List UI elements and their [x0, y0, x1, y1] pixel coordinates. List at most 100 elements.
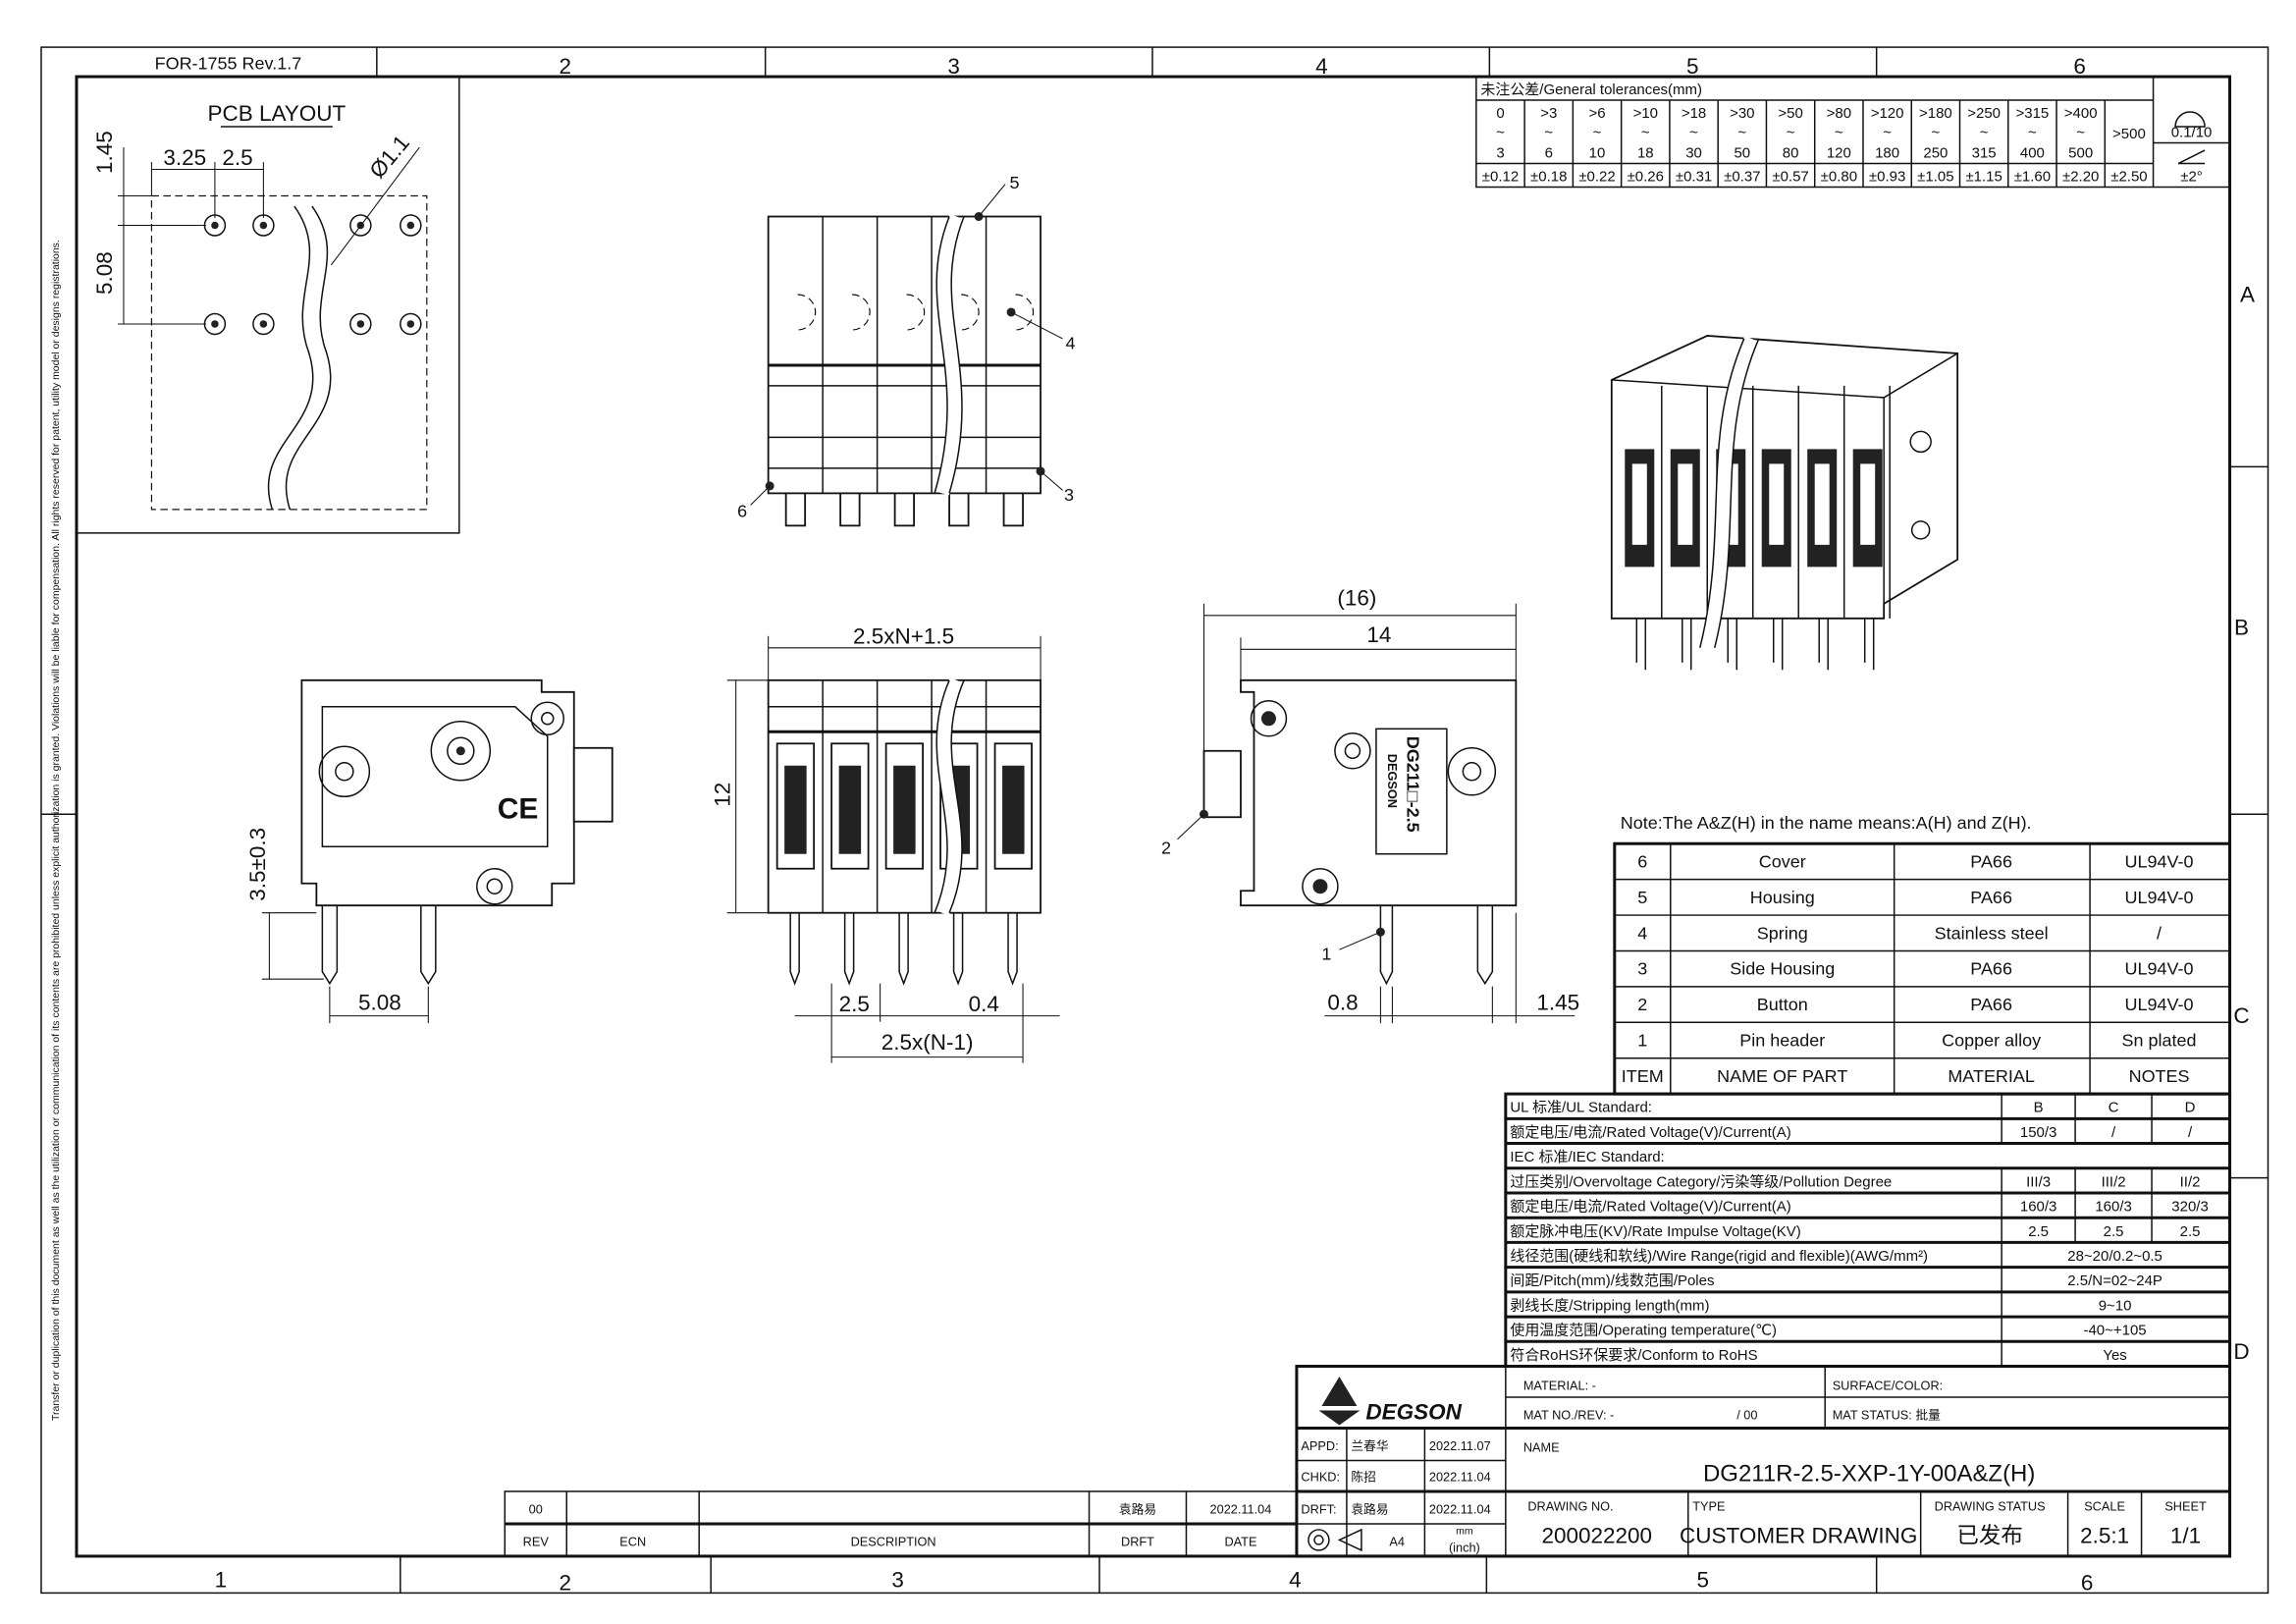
body-marking: DG211□-2.5	[1403, 736, 1422, 833]
angle-icon	[2177, 149, 2206, 165]
pin	[1635, 618, 1647, 671]
spec-value: 28~20/0.2~0.5	[2067, 1248, 2163, 1265]
pcb-layout-view: PCB LAYOUT 1.45 5.08 3.25 2.5 Ø1.1	[76, 76, 460, 534]
pcb-hole	[400, 214, 422, 237]
zone-label: D	[2233, 1339, 2249, 1364]
flatness-tolerance: 0.1/10	[2171, 125, 2213, 141]
pcb-hole-center	[406, 320, 415, 328]
spec-label: IEC 标准/IEC Standard:	[1510, 1149, 1664, 1165]
date-header: DATE	[1224, 1534, 1256, 1548]
pin	[839, 492, 861, 527]
tolerance-value: ±0.57	[1772, 169, 1808, 186]
zone-label: 4	[1289, 1567, 1302, 1592]
dim-pitch-first: 3.25	[163, 145, 206, 170]
iso-button	[1769, 463, 1785, 545]
tolerance-range-tilde: ~	[1641, 125, 1650, 141]
date-value: 2022.11.04	[1210, 1501, 1272, 1516]
tolerance-range-to: 180	[1875, 145, 1899, 162]
spec-label: 过压类别/Overvoltage Category/污染等级/Pollution…	[1510, 1172, 1892, 1190]
pcb-hole	[349, 214, 372, 237]
part-notes: Sn plated	[2122, 1031, 2197, 1051]
pin	[1863, 618, 1875, 671]
spec-label: 额定电压/电流/Rated Voltage(V)/Current(A)	[1510, 1124, 1790, 1141]
spec-label: 间距/Pitch(mm)/线数范围/Poles	[1510, 1272, 1714, 1289]
pin	[1727, 618, 1737, 671]
part-material: PA66	[1970, 995, 2012, 1014]
part-material: PA66	[1970, 851, 2012, 871]
tolerance-range-tilde: ~	[1835, 125, 1843, 141]
mat-no-field: MAT NO./REV: -	[1523, 1407, 1614, 1422]
revision-block: 00 袁路易 2022.11.04 REV ECN DESCRIPTION DR…	[504, 1490, 1298, 1557]
tolerance-range-tilde: ~	[1496, 125, 1505, 141]
side-zone-labels: A B C D	[2233, 282, 2255, 1364]
title-block: DEGSON MATERIAL: - SURFACE/COLOR: MAT NO…	[1295, 1365, 2232, 1558]
tolerance-range-from: >315	[2016, 105, 2050, 122]
tolerance-range-from: >18	[1682, 105, 1706, 122]
tolerance-range-from: >250	[1967, 105, 2001, 122]
pcb-hole-center	[211, 320, 219, 328]
iso-button	[1678, 463, 1693, 545]
scale-label: SCALE	[2084, 1498, 2125, 1513]
dim-pitch: 2.5	[222, 145, 252, 170]
name-label: NAME	[1523, 1439, 1560, 1454]
type-label: TYPE	[1692, 1498, 1725, 1513]
unit-inch: (inch)	[1449, 1540, 1480, 1554]
tolerance-range-to: 18	[1637, 145, 1654, 162]
tolerance-range-to: 250	[1923, 145, 1948, 162]
pin	[1818, 618, 1829, 671]
part-name: Cover	[1759, 851, 1806, 871]
legal-notice: Transfer or duplication of this document…	[51, 240, 62, 1421]
part-notes: UL94V-0	[2125, 959, 2194, 979]
drawing-status: 已发布	[1956, 1523, 2022, 1547]
tolerance-value: ±0.93	[1869, 169, 1905, 186]
tolerance-range-to: 80	[1783, 145, 1799, 162]
zone-label: 3	[891, 1567, 904, 1592]
zone-label: C	[2233, 1003, 2249, 1028]
sheet-value: 1/1	[2170, 1523, 2201, 1547]
zone-label: 5	[1697, 1567, 1710, 1592]
pcb-layout-title: PCB LAYOUT	[207, 101, 346, 126]
tolerance-range-from: >30	[1730, 105, 1754, 122]
scale-value: 2.5:1	[2080, 1523, 2129, 1547]
tolerance-range-tilde: ~	[1883, 125, 1892, 141]
tolerance-value: ±0.12	[1482, 169, 1519, 186]
tolerance-value: ±0.31	[1676, 169, 1712, 186]
pcb-hole-center	[211, 221, 219, 230]
wire-entry	[961, 294, 980, 331]
dim-pin: 0.4	[969, 992, 999, 1016]
chkd-name: 陈招	[1351, 1469, 1375, 1484]
sheet-label: SHEET	[2164, 1498, 2207, 1513]
dim-span: 2.5x(N-1)	[881, 1030, 974, 1055]
zone-label: 6	[2073, 54, 2086, 79]
tolerance-range-to: 315	[1972, 145, 1997, 162]
spec-value-b: III/3	[2026, 1173, 2051, 1190]
tolerance-range-tilde: ~	[1544, 125, 1553, 141]
tolerance-range-from: 0	[1496, 105, 1504, 122]
spec-value-d: II/2	[2180, 1173, 2201, 1190]
form-number: FOR-1755 Rev.1.7	[155, 54, 302, 74]
dim-height: 12	[711, 783, 735, 807]
callout-6: 6	[737, 501, 747, 520]
tolerance-value: ±1.05	[1917, 169, 1953, 186]
wire-entry	[797, 294, 817, 331]
tolerance-range-from: >400	[2064, 105, 2098, 122]
isometric-view	[1610, 335, 1959, 671]
pcb-hole	[400, 312, 422, 336]
tolerance-range-to: 120	[1827, 145, 1851, 162]
tolerance-value: ±1.15	[1965, 169, 2002, 186]
chkd-date: 2022.11.04	[1429, 1469, 1491, 1484]
spec-value-d: 2.5	[2180, 1223, 2201, 1240]
callout-3: 3	[1064, 485, 1074, 505]
dim-offset: 1.45	[92, 131, 117, 174]
svg-text:DEGSON: DEGSON	[1365, 1399, 1462, 1424]
part-name: DG211R-2.5-XXP-1Y-00A&Z(H)	[1703, 1460, 2035, 1487]
tolerance-range-tilde: ~	[1980, 125, 1989, 141]
part-name: Pin header	[1739, 1031, 1825, 1051]
part-item: 5	[1637, 888, 1647, 907]
chkd-label: CHKD:	[1301, 1469, 1340, 1484]
tolerance-value: ±0.37	[1724, 169, 1760, 186]
zone-label: 6	[2081, 1570, 2094, 1595]
appd-name: 兰春华	[1351, 1438, 1388, 1453]
